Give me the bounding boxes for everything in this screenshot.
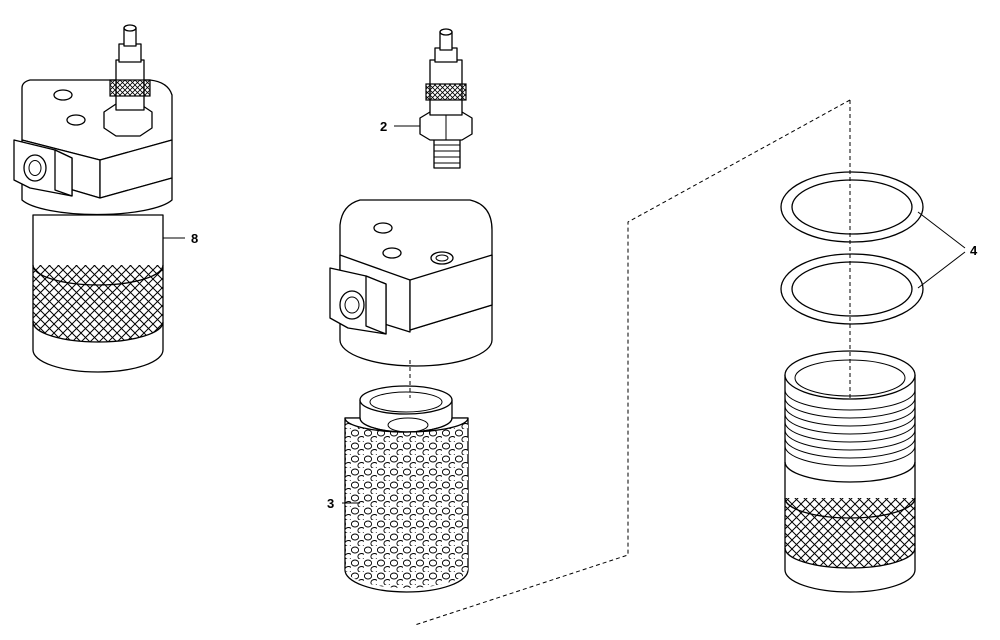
- callout-2: 2: [380, 119, 387, 134]
- leader-4b: [917, 251, 966, 289]
- callout-8: 8: [191, 231, 198, 246]
- seal-rings: [780, 171, 924, 325]
- leader-4a: [917, 211, 966, 249]
- callout-3: 3: [327, 496, 334, 511]
- callout-4: 4: [970, 243, 978, 258]
- filter-bowl: [784, 350, 916, 593]
- vent-valve: [419, 28, 473, 169]
- filter-element: [344, 385, 469, 593]
- filter-assembly: [13, 24, 173, 373]
- assembly-centerlines: [409, 99, 851, 626]
- filter-head: [329, 199, 493, 367]
